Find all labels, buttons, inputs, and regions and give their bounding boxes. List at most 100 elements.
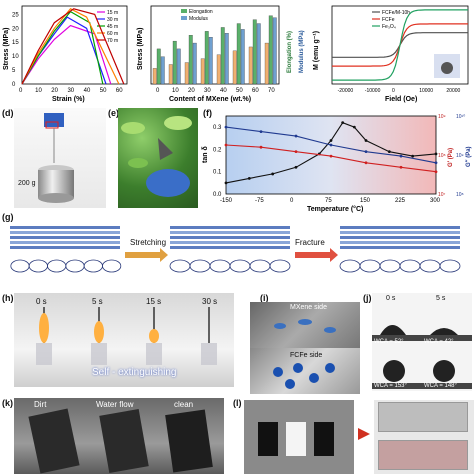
f-point-1-0: [224, 143, 228, 147]
g-layer-2-2: [340, 236, 460, 239]
b-bar-2-3: [208, 37, 213, 85]
f-point-0-3: [294, 165, 298, 169]
g-layer-1-1: [170, 231, 290, 234]
panel-i-photo: MXene side FCFe side: [250, 302, 360, 394]
panel-h-label: (h): [2, 293, 14, 303]
h-lamp-0: [36, 343, 52, 365]
f-point-1-1: [259, 145, 263, 149]
g-layer-0-3: [10, 241, 120, 244]
b-legend-swatch-1: [181, 16, 187, 20]
g-fiber-2-4: [419, 259, 441, 273]
a-legend-1: 30 m: [107, 17, 118, 23]
f-point-0-8: [364, 139, 368, 142]
h-lamp-1: [91, 343, 107, 365]
g-fiber-0-1: [28, 259, 48, 273]
panel-e-label: (e): [108, 108, 119, 118]
a-series-4: [21, 8, 125, 85]
f-point-0-7: [352, 125, 356, 129]
a-series-3: [21, 8, 120, 85]
b-bar-0-4: [216, 54, 221, 85]
c-frame: [331, 5, 469, 85]
g-fiber-2-3: [399, 259, 421, 273]
b-bar-1-2: [188, 35, 193, 85]
f-point-2-1: [259, 130, 263, 133]
wca-3: WCA = 153°: [374, 383, 407, 389]
f-ylabel: tan δ: [202, 146, 209, 163]
time-5: 5 s: [92, 297, 103, 306]
b-bar-0-3: [200, 58, 205, 85]
b-bar-0-1: [168, 64, 173, 85]
f-xtick-3: 75: [325, 198, 332, 204]
panel-j-photo: 0 s 5 s WCA = 52° WCA = 42° WCA = 153° W…: [372, 293, 472, 391]
a-xtick-0: 0: [19, 88, 23, 94]
f-xtick-0: -150: [220, 198, 233, 204]
c-xtick-4: 20000: [446, 88, 460, 94]
c-legend-0: FCFe/M-10h: [382, 10, 410, 16]
b-xtick-3: 30: [204, 88, 211, 94]
a-xtick-3: 30: [67, 88, 74, 94]
c-xtick-1: -10000: [365, 88, 381, 94]
panel-h-photo: 0 s 5 s 15 s 30 s Self - extinguishing: [14, 293, 234, 387]
j-time-5: 5 s: [436, 295, 446, 302]
panel-e-photo: [118, 108, 198, 208]
g-fiber-0-3: [65, 259, 85, 273]
j-time-0: 0 s: [386, 295, 396, 302]
c-series-2: [332, 9, 468, 81]
f-xlabel: Temperature (°C): [307, 205, 363, 213]
beaker-top: [378, 402, 468, 432]
g-fiber-0-4: [83, 259, 103, 273]
panel-g: Stretching Fracture: [10, 222, 470, 284]
b-bar-1-4: [220, 27, 225, 85]
g-fiber-2-0: [339, 259, 361, 273]
b-frame: [150, 5, 280, 85]
g-arrow-2: [295, 248, 338, 262]
b-ylabel: Stress (MPa): [137, 28, 144, 70]
f-point-0-1: [247, 177, 251, 180]
f-ytick-right-2: 10⁹: [438, 114, 446, 120]
g-fiber-1-3: [229, 259, 251, 273]
b-xlabel: Content of MXene (wt.%): [169, 96, 251, 103]
f-point-2-2: [294, 134, 298, 138]
wca-2: WCA = 42°: [424, 339, 454, 345]
mxene-side-label: MXene side: [290, 304, 327, 311]
sample-black-2: [314, 422, 334, 456]
f-point-2-6: [434, 161, 438, 165]
a-ytick-3: 15: [12, 40, 19, 46]
f-xtick-4: 150: [360, 198, 371, 204]
g-fiber-0-2: [47, 259, 67, 273]
b-legend-swatch-0: [181, 9, 187, 13]
f-ytick-1: 0.1: [213, 170, 222, 176]
b-ylabel-right1: Elongation (%): [287, 31, 293, 73]
g-fiber-1-5: [269, 259, 291, 273]
b-bar-2-5: [240, 29, 245, 85]
f-point-2-4: [364, 150, 368, 154]
g-fiber-2-5: [439, 259, 461, 273]
b-bar-0-2: [184, 62, 189, 85]
a-xtick-4: 40: [84, 88, 91, 94]
a-ytick-2: 10: [12, 54, 19, 60]
self-extinguishing-caption: Self - extinguishing: [92, 367, 177, 378]
f-ytick-right-1: 10⁸: [438, 153, 446, 159]
b-bar-1-1: [172, 40, 177, 85]
k-clean-label: clean: [174, 400, 194, 409]
g-layer-2-4: [340, 246, 460, 249]
a-xtick-6: 60: [116, 88, 123, 94]
g-layer-1-2: [170, 236, 290, 239]
b-bar-2-6: [256, 23, 261, 85]
g-layer-0-2: [10, 236, 120, 239]
b-xtick-7: 70: [268, 88, 275, 94]
h-lamp-2: [146, 343, 162, 365]
g-layer-2-3: [340, 241, 460, 244]
f-point-0-6: [341, 121, 345, 125]
schematic-g-svg: [10, 226, 461, 273]
g-fiber-2-1: [359, 259, 381, 273]
f-point-1-3: [329, 154, 333, 158]
b-legend-1: Modulus: [189, 16, 208, 22]
b-bar-0-5: [232, 50, 237, 85]
f-ylabel-right: G′ (Pa): [448, 148, 454, 167]
a-ytick-0: 0: [12, 82, 16, 88]
a-ytick-1: 5: [12, 68, 16, 74]
time-15: 15 s: [146, 297, 162, 306]
panel-k-photo: Dirt Water flow clean: [14, 398, 224, 474]
